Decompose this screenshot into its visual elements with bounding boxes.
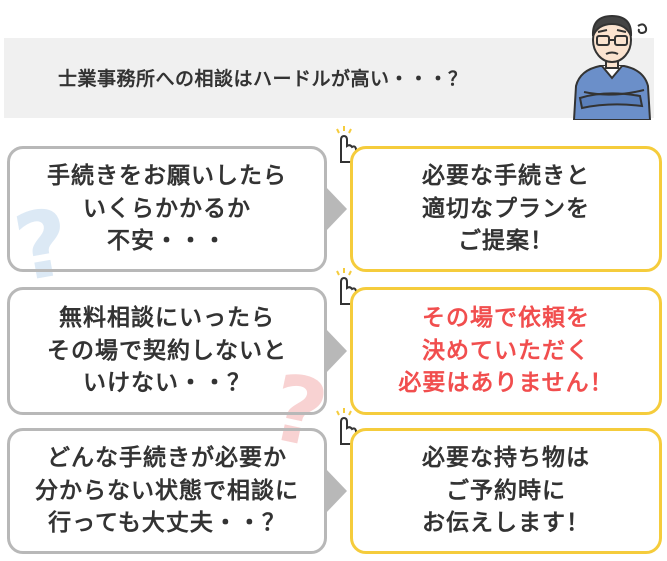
arrow-right-icon xyxy=(325,186,347,232)
header-banner xyxy=(4,38,654,118)
concern-box: 無料相談にいったら その場で契約しないと いけない・・？ xyxy=(7,287,327,415)
header-question: 士業事務所への相談はハードルが高い・・・？ xyxy=(58,68,468,90)
concern-box: どんな手続きが必要か 分からない状態で相談に 行っても大丈夫・・？ xyxy=(7,428,327,554)
answer-box: 必要な手続きと 適切なプランを ご提案！ xyxy=(350,146,662,272)
arrow-right-icon xyxy=(325,328,347,374)
answer-box: 必要な持ち物は ご予約時に お伝えします！ xyxy=(350,428,662,554)
concern-box: 手続きをお願いしたら いくらかかるか 不安・・・ xyxy=(7,146,327,272)
worried-man-illustration xyxy=(572,14,652,120)
answer-box: その場で依頼を 決めていただく 必要はありません！ xyxy=(350,287,662,415)
arrow-right-icon xyxy=(325,468,347,514)
